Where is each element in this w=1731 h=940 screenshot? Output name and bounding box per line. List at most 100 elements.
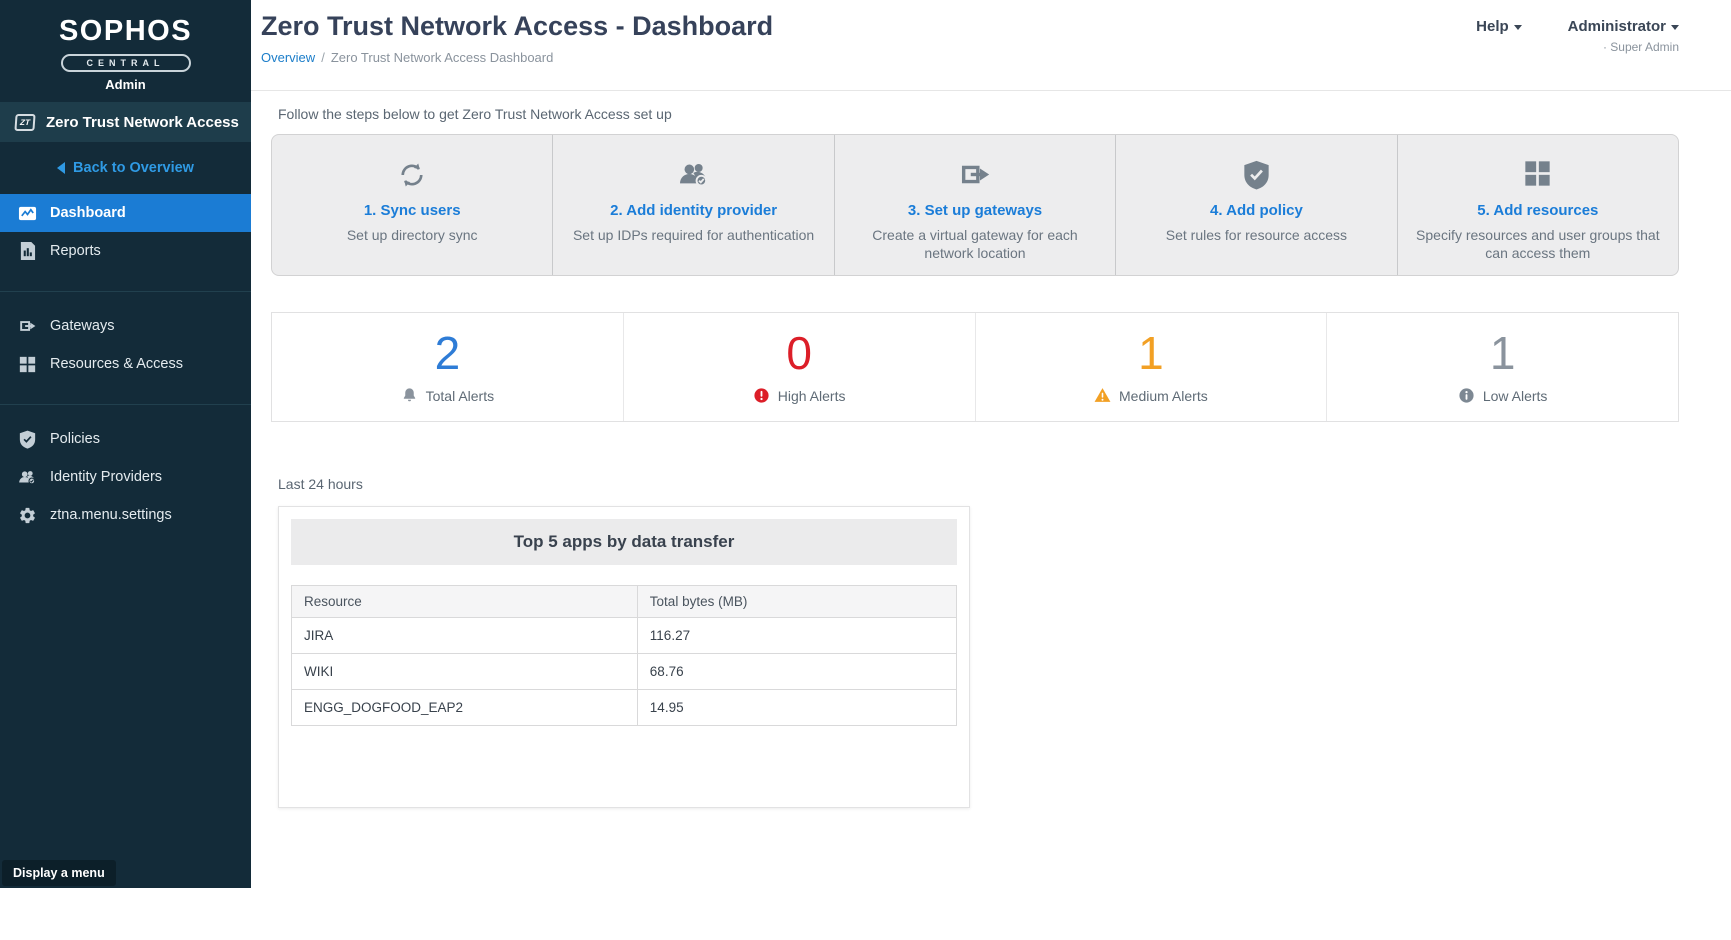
table-row[interactable]: WIKI 68.76 bbox=[291, 653, 958, 690]
gear-icon bbox=[18, 506, 37, 525]
breadcrumb-overview-link[interactable]: Overview bbox=[261, 50, 316, 65]
sidebar-item-identity-providers[interactable]: Identity Providers bbox=[0, 458, 251, 496]
alert-label: High Alerts bbox=[777, 387, 846, 404]
step-sync-users: 1. Sync users Set up directory sync bbox=[272, 135, 552, 275]
content: Follow the steps below to get Zero Trust… bbox=[251, 106, 1731, 808]
step-description: Set up directory sync bbox=[346, 227, 478, 243]
breadcrumb-separator: / bbox=[321, 50, 325, 65]
alert-label: Medium Alerts bbox=[1119, 387, 1208, 404]
step-add-resources: 5. Add resources Specify resources and u… bbox=[1396, 135, 1678, 275]
back-arrow-icon bbox=[57, 162, 66, 174]
step-title[interactable]: 5. Add resources bbox=[1477, 202, 1599, 219]
bell-icon bbox=[401, 387, 418, 404]
sidebar-item-label: Resources & Access bbox=[50, 356, 183, 372]
total-bytes-cell: 14.95 bbox=[636, 689, 958, 726]
central-pill: CENTRAL bbox=[60, 54, 191, 72]
low-alerts-card[interactable]: 1 Low Alerts bbox=[1326, 313, 1678, 421]
high-alerts-card[interactable]: 0 High Alerts bbox=[622, 313, 975, 421]
top-apps-table: Resource Total bytes (MB) JIRA 116.27 WI… bbox=[291, 585, 958, 726]
step-title[interactable]: 3. Set up gateways bbox=[907, 202, 1043, 219]
step-description: Create a virtual gateway for each networ… bbox=[872, 227, 1078, 262]
high-alerts-count: 0 bbox=[786, 327, 812, 379]
sidebar-item-label: Identity Providers bbox=[50, 469, 163, 485]
page-header: Zero Trust Network Access - Dashboard Ov… bbox=[251, 0, 1731, 91]
sidebar-item-policies[interactable]: Policies bbox=[0, 420, 251, 458]
gateway-icon bbox=[18, 317, 37, 336]
low-alerts-count: 1 bbox=[1489, 327, 1516, 379]
sidebar-item-label: ztna.menu.settings bbox=[50, 507, 172, 523]
back-to-overview-link[interactable]: Back to Overview bbox=[0, 142, 251, 194]
grid-icon bbox=[1524, 160, 1551, 194]
step-title[interactable]: 2. Add identity provider bbox=[610, 202, 778, 219]
sidebar-item-label: Policies bbox=[50, 431, 100, 447]
sidebar-item-label: Reports bbox=[50, 243, 101, 259]
product-name: Zero Trust Network Access bbox=[46, 113, 239, 131]
alert-label: Low Alerts bbox=[1482, 387, 1548, 404]
gateway-icon bbox=[958, 160, 992, 194]
medium-alerts-count: 1 bbox=[1138, 327, 1164, 379]
chevron-down-icon bbox=[1671, 24, 1679, 30]
sidebar-item-reports[interactable]: Reports bbox=[0, 232, 251, 270]
sidebar-divider bbox=[0, 291, 251, 292]
admin-label: Admin bbox=[105, 77, 146, 92]
step-description: Set up IDPs required for authentication bbox=[572, 227, 815, 243]
column-header-resource: Resource bbox=[291, 585, 638, 618]
display-menu-tooltip[interactable]: Display a menu bbox=[2, 860, 116, 886]
chart-title: Top 5 apps by data transfer bbox=[291, 519, 957, 565]
identity-icon bbox=[678, 160, 710, 194]
grid-icon bbox=[18, 355, 37, 374]
resource-cell: JIRA bbox=[291, 617, 638, 654]
setup-steps-banner: 1. Sync users Set up directory sync 2. A… bbox=[271, 134, 1679, 276]
total-bytes-cell: 116.27 bbox=[636, 617, 958, 654]
sidebar-item-dashboard[interactable]: Dashboard bbox=[0, 194, 251, 232]
low-alert-icon bbox=[1458, 387, 1475, 404]
sync-icon bbox=[397, 160, 427, 194]
step-add-identity-provider: 2. Add identity provider Set up IDPs req… bbox=[552, 135, 833, 275]
shield-check-icon bbox=[18, 430, 37, 449]
chevron-down-icon bbox=[1513, 24, 1522, 30]
step-title[interactable]: 1. Sync users bbox=[363, 202, 461, 219]
column-header-total-bytes: Total bytes (MB) bbox=[636, 585, 958, 618]
breadcrumb-current: Zero Trust Network Access Dashboard bbox=[330, 50, 554, 65]
step-description: Specify resources and user groups that c… bbox=[1416, 227, 1660, 262]
identity-icon bbox=[18, 468, 37, 487]
resource-cell: WIKI bbox=[291, 653, 638, 690]
dashboard-icon bbox=[18, 204, 37, 223]
sidebar-divider bbox=[0, 404, 251, 405]
total-alerts-count: 2 bbox=[434, 327, 461, 379]
alerts-summary: 2 Total Alerts 0 High Alerts 1 bbox=[271, 312, 1679, 422]
step-title[interactable]: 4. Add policy bbox=[1210, 202, 1303, 219]
sidebar-item-resources-access[interactable]: Resources & Access bbox=[0, 345, 251, 383]
setup-intro: Follow the steps below to get Zero Trust… bbox=[278, 106, 672, 122]
user-role: · Super Admin bbox=[1602, 40, 1679, 54]
total-alerts-card[interactable]: 2 Total Alerts bbox=[272, 313, 623, 421]
alert-label: Total Alerts bbox=[425, 387, 495, 404]
sidebar: SOPHOS CENTRAL Admin ZT Zero Trust Netwo… bbox=[0, 0, 251, 888]
medium-alert-icon bbox=[1094, 387, 1111, 404]
table-row[interactable]: JIRA 116.27 bbox=[291, 617, 958, 654]
reports-icon bbox=[18, 242, 37, 261]
zt-icon: ZT bbox=[14, 113, 36, 131]
breadcrumb: Overview / Zero Trust Network Access Dashb… bbox=[261, 50, 773, 65]
step-add-policy: 4. Add policy Set rules for resource acc… bbox=[1115, 135, 1396, 275]
medium-alerts-card[interactable]: 1 Medium Alerts bbox=[974, 313, 1327, 421]
brand-name: SOPHOS bbox=[58, 15, 193, 47]
step-set-up-gateways: 3. Set up gateways Create a virtual gate… bbox=[833, 135, 1115, 275]
user-menu[interactable]: Administrator bbox=[1568, 18, 1679, 35]
table-row[interactable]: ENGG_DOGFOOD_EAP2 14.95 bbox=[291, 689, 958, 726]
sidebar-item-label: Gateways bbox=[50, 318, 115, 334]
high-alert-icon bbox=[753, 387, 770, 404]
top-apps-card: Top 5 apps by data transfer Resource Tot… bbox=[278, 506, 970, 808]
table-header-row: Resource Total bytes (MB) bbox=[291, 585, 958, 618]
shield-check-icon bbox=[1243, 160, 1270, 194]
sidebar-item-settings[interactable]: ztna.menu.settings bbox=[0, 496, 251, 534]
period-label: Last 24 hours bbox=[278, 476, 363, 492]
sidebar-item-label: Dashboard bbox=[50, 205, 126, 221]
resource-cell: ENGG_DOGFOOD_EAP2 bbox=[291, 689, 638, 726]
sidebar-item-gateways[interactable]: Gateways bbox=[0, 307, 251, 345]
sophos-logo: SOPHOS CENTRAL Admin bbox=[0, 0, 251, 102]
total-bytes-cell: 68.76 bbox=[636, 653, 958, 690]
main-area: Zero Trust Network Access - Dashboard Ov… bbox=[251, 0, 1731, 808]
help-menu[interactable]: Help bbox=[1476, 18, 1522, 90]
page-title: Zero Trust Network Access - Dashboard bbox=[261, 11, 774, 41]
